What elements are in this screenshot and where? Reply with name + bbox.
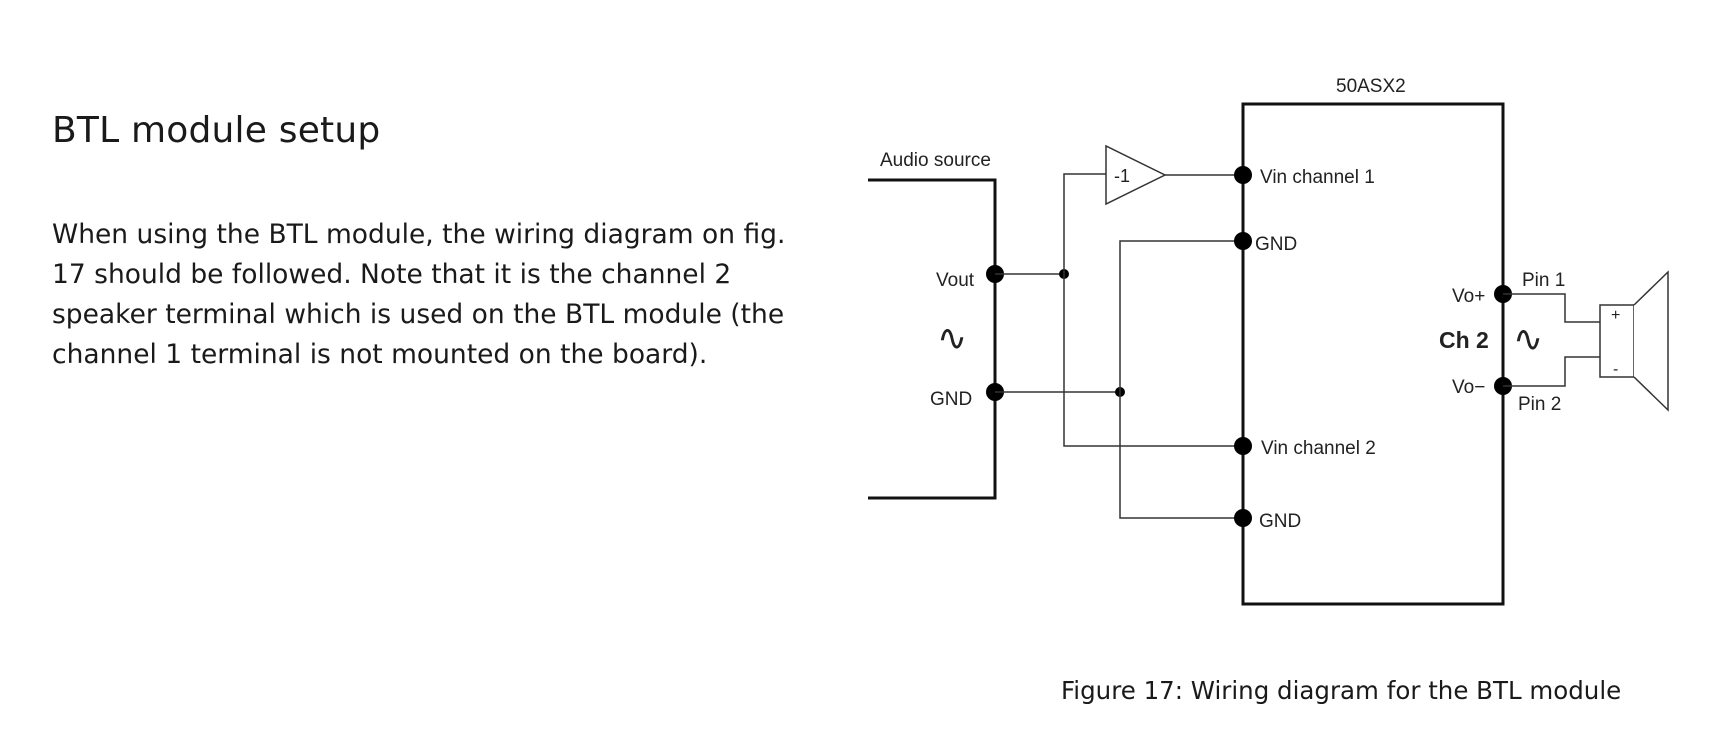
audio-source-outline [868,178,997,500]
source-sine-icon: ∿ [937,317,967,358]
inverter-triangle [1105,144,1167,206]
channel-label: Ch 2 [1439,327,1489,353]
gnd-to-top-gnd-wire [1119,240,1243,392]
gnd-bottom-label: GND [1259,511,1301,532]
inverter-label: -1 [1114,166,1130,186]
vout-to-vin2-wire [1063,274,1243,447]
speaker-minus-label: - [1613,361,1618,378]
source-gnd-label: GND [930,389,972,410]
vin-ch1-terminal [1234,166,1252,184]
section-heading: BTL module setup [52,110,381,151]
speaker-plus-label: + [1611,307,1620,324]
audio-source-label: Audio source [880,150,991,171]
output-sine-icon: ∿ [1513,318,1543,359]
vo-minus-label: Vo− [1452,377,1485,398]
vo-plus-label: Vo+ [1452,286,1485,307]
module-box [1241,102,1505,606]
pin1-wire [1503,293,1600,323]
vin-ch1-label: Vin channel 1 [1260,167,1375,188]
speaker-body [1599,304,1635,378]
gnd-top-terminal [1234,232,1252,250]
vin-ch2-label: Vin channel 2 [1261,438,1376,459]
gnd-top-label: GND [1255,234,1297,255]
figure-caption: Figure 17: Wiring diagram for the BTL mo… [1061,676,1622,705]
vout-to-inverter-wire [1063,173,1106,274]
pin1-label: Pin 1 [1522,270,1565,291]
gnd-to-bottom-gnd-wire [1119,392,1243,519]
pin2-label: Pin 2 [1518,394,1561,415]
body-paragraph: When using the BTL module, the wiring di… [52,219,786,370]
module-name: 50ASX2 [1336,76,1406,97]
gnd-bottom-terminal [1234,509,1252,527]
speaker-cone-icon [1633,270,1669,412]
pin2-wire [1503,356,1600,387]
vin-ch2-terminal [1234,437,1252,455]
vout-label: Vout [936,270,975,291]
